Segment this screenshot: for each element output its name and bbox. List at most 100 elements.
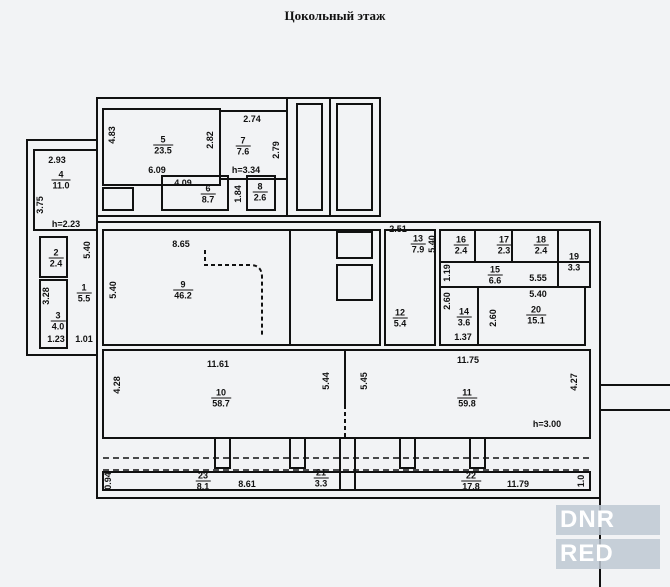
room-area: 23.5	[153, 144, 173, 156]
room-number: 20	[530, 304, 541, 315]
room-4-wall	[33, 149, 98, 231]
dimension: 11.79	[506, 479, 530, 489]
dimension: 8.65	[172, 239, 190, 249]
dimension: 2.51	[389, 224, 407, 234]
room-number: 10	[215, 387, 226, 398]
stair-shaft	[286, 97, 331, 217]
room-area: 3.3	[566, 261, 582, 273]
dimension: 5.55	[529, 273, 547, 283]
ceiling-height: h=3.34	[231, 165, 261, 175]
room-area: 3.3	[313, 477, 329, 489]
dimension: 3.75	[35, 196, 45, 214]
room-number: 3	[55, 310, 61, 321]
room-3-wall	[39, 279, 68, 349]
dimension: 2.82	[205, 131, 215, 149]
plan-title: Цокольный этаж	[284, 8, 386, 23]
room-9-wall	[102, 229, 291, 346]
dimension: 4.09	[174, 178, 192, 188]
dimension: 5.40	[82, 241, 92, 259]
room-14-20-wall	[439, 286, 586, 346]
mid-shaft-2	[336, 264, 373, 301]
room-number: 19	[568, 251, 580, 262]
room-number: 17	[498, 234, 510, 245]
room-2-wall	[39, 236, 68, 278]
room-number: 14	[458, 306, 470, 317]
dimension: 2.60	[442, 292, 452, 310]
room-area: 4.0	[50, 320, 66, 332]
room-number: 4	[58, 169, 64, 180]
room-8-wall	[246, 175, 276, 211]
dimension: 1.37	[454, 332, 472, 342]
room-area: 5.5	[76, 292, 92, 304]
room-area: 15.1	[526, 314, 546, 326]
dimension: 5.40	[108, 281, 118, 299]
room-number: 5	[160, 134, 166, 145]
room-number: 8	[257, 181, 263, 192]
dimension: 5.40	[427, 235, 437, 253]
room-area: 58.7	[211, 397, 231, 409]
room-number: 21	[315, 467, 327, 478]
rooms-10-11-wall	[102, 349, 591, 439]
room-area: 2.4	[453, 244, 469, 256]
dimension: 8.61	[238, 479, 256, 489]
room-6-wall	[161, 175, 229, 211]
room-number: 16	[455, 234, 467, 245]
main-block-wall	[96, 221, 601, 499]
dimension: 3.28	[41, 287, 51, 305]
room-area: 2.4	[533, 244, 549, 256]
room-number: 1	[81, 282, 87, 293]
room-number: 11	[462, 387, 472, 398]
room-number: 22	[465, 470, 476, 481]
room-number: 2	[53, 247, 59, 258]
room-area: 3.6	[456, 316, 472, 328]
room-area: 2.3	[496, 244, 512, 256]
dimension: 4.83	[107, 126, 117, 144]
room-number: 13	[412, 233, 424, 244]
room-area: 17.8	[461, 480, 481, 492]
room-area: 59.8	[457, 397, 477, 409]
room-area: 7.6	[235, 145, 251, 157]
room-area: 5.4	[392, 317, 408, 329]
mid-shaft-1	[336, 231, 373, 259]
dimension: 0.94	[103, 472, 113, 490]
dimension: 2.74	[243, 114, 261, 124]
middle-block	[289, 229, 381, 346]
room-area: 11.0	[51, 179, 71, 191]
dimension: 1.0	[576, 474, 586, 488]
shaft-inner	[336, 103, 373, 211]
dimension: 11.61	[206, 359, 230, 369]
dimension: 11.75	[456, 355, 480, 365]
room-area: 2.4	[48, 257, 64, 269]
dimension: 5.40	[529, 289, 547, 299]
room-number: 6	[205, 183, 211, 194]
dimension: 5.45	[359, 372, 369, 390]
room-number: 23	[197, 470, 209, 481]
dimension: 6.09	[148, 165, 166, 175]
dimension: 1.23	[47, 334, 65, 344]
dimension: 1.19	[442, 264, 452, 282]
dimension: 1.01	[75, 334, 93, 344]
room-number: 15	[489, 264, 501, 275]
room-area: 6.6	[487, 274, 503, 286]
room-area: 7.9	[410, 243, 426, 255]
dimension: 5.44	[321, 372, 331, 390]
ceiling-height: h=3.00	[532, 419, 562, 429]
dimension: 1.84	[233, 185, 243, 203]
